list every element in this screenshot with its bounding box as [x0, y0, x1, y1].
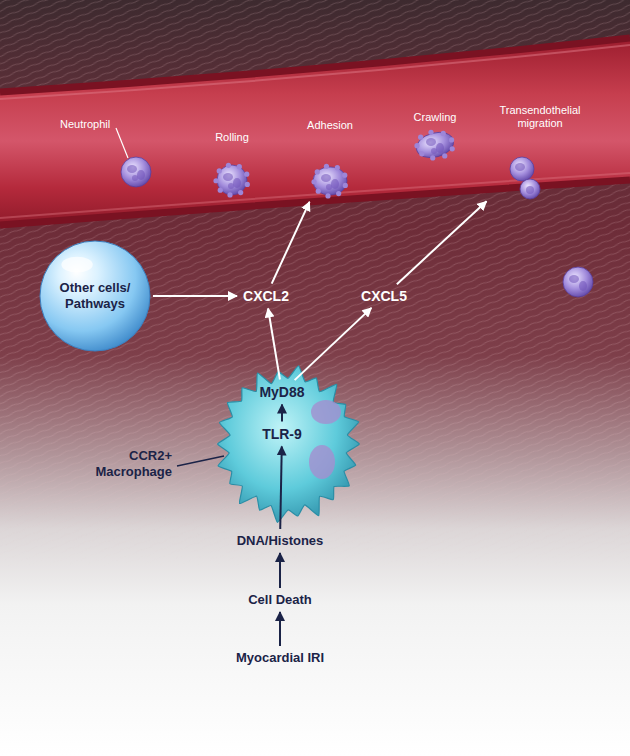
neutrophil-cell [213, 163, 249, 198]
node-text: MyD88 [259, 384, 304, 401]
macrophage [218, 366, 360, 523]
node-text: Neutrophil [60, 118, 110, 131]
arrow-connector [153, 295, 237, 297]
vessel-sheen [0, 45, 630, 99]
arrow-connector [268, 308, 280, 379]
neutrophil-cell [311, 164, 347, 199]
node-text: Rolling [215, 131, 249, 144]
macrophage-body [218, 366, 360, 523]
blood-vessel [0, 38, 630, 225]
arrow-connector [281, 405, 283, 422]
vessel-sheen [0, 173, 630, 218]
node-text: Cell Death [248, 592, 312, 608]
node-text: Myocardial IRI [236, 650, 324, 666]
nucleus [309, 445, 335, 479]
neutrophil-stage: Crawling [400, 107, 470, 163]
node-text: CXCL2 [243, 288, 289, 305]
neutrophil-cell [510, 157, 540, 199]
molecule-label: Cell Death [244, 590, 316, 610]
molecule-label: MyD88 [255, 382, 309, 403]
molecule-label: CXCL5 [357, 286, 411, 307]
node-text: DNA/Histones [237, 533, 324, 549]
neutrophil-stage: Rolling [200, 127, 264, 199]
node-text: Other cells/ Pathways [47, 280, 143, 311]
node-text: Transendothelial migration [485, 104, 595, 130]
neutrophil-stage: Transendothelial migration [480, 104, 600, 200]
molecule-label: CXCL2 [239, 286, 293, 307]
neutrophil-cell [414, 128, 457, 161]
arrow-connector [280, 447, 282, 530]
arrow-connector [279, 612, 281, 646]
leader-line [116, 128, 128, 158]
pathway-sphere: Other cells/ Pathways [39, 240, 151, 352]
arrow-connector [397, 201, 487, 284]
molecule-label: Myocardial IRI [232, 648, 329, 668]
arrow-connector [295, 308, 372, 380]
node-text: Crawling [414, 111, 457, 124]
leader-line [177, 456, 224, 466]
molecule-label: DNA/Histones [233, 531, 328, 551]
cell-type-label: CCR2+ Macrophage [70, 448, 172, 479]
arrow-connector [279, 553, 281, 588]
molecule-label: TLR-9 [258, 424, 306, 445]
neutrophil-stage: Neutrophil [56, 114, 160, 194]
node-text: CXCL5 [361, 288, 407, 305]
migrated-neutrophil [563, 267, 593, 297]
arrow-connector [272, 202, 310, 284]
neutrophil-cell [121, 157, 151, 187]
nucleus [311, 400, 341, 424]
vessel-wall [0, 38, 630, 92]
node-text: TLR-9 [262, 426, 302, 443]
neutrophil-stage: Adhesion [290, 115, 370, 200]
node-text: Adhesion [307, 119, 353, 132]
